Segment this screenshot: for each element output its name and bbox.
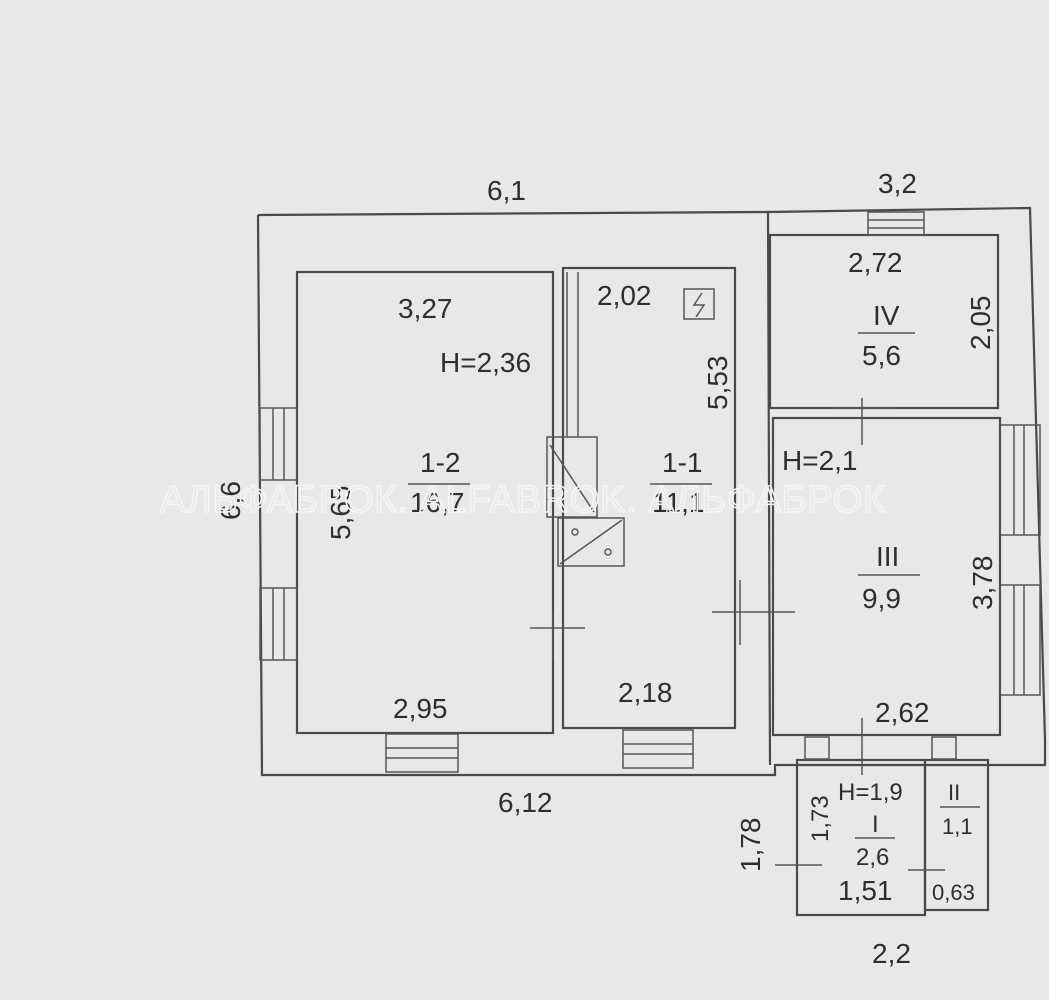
room-1-1-length: 5,53 — [702, 356, 733, 411]
electric-panel-icon — [683, 288, 715, 320]
room-III-length: 3,78 — [967, 556, 998, 611]
room-1-1-width-top: 2,02 — [597, 280, 652, 311]
dim-top-annex: 3,2 — [878, 168, 917, 199]
dim-vestibule-left: 1,78 — [735, 818, 766, 873]
room-1-1-width-bottom: 2,18 — [618, 677, 673, 708]
dim-left: 6,6 — [215, 481, 246, 520]
room-III — [771, 416, 1002, 737]
room-1-2-area: 16,7 — [410, 487, 465, 518]
outer-walls — [256, 206, 1047, 777]
room-IV-width: 2,72 — [848, 247, 903, 278]
room-III-width: 2,62 — [875, 697, 930, 728]
room-II-number: II — [948, 780, 960, 805]
dim-bottom-main: 6,12 — [498, 787, 553, 818]
door-marks — [530, 398, 945, 871]
room-II-area: 1,1 — [942, 814, 973, 839]
window-icons — [259, 211, 1041, 773]
room-IV-length: 2,05 — [965, 296, 996, 351]
stove-icon — [546, 436, 625, 567]
room-1-1 — [561, 266, 737, 730]
room-I-length: 1,73 — [807, 795, 834, 842]
room-1-2-number: 1-2 — [420, 447, 460, 478]
room-1-2-width-top: 3,27 — [398, 293, 453, 324]
room-I-area: 2,6 — [856, 844, 889, 871]
dim-vestibule-bottom: 2,2 — [872, 938, 911, 969]
watermark: АЛЬФАБРОК. ALFABROK. АЛЬФАБРОК — [160, 479, 886, 521]
room-1-1-number: 1-1 — [662, 447, 702, 478]
room-III-area: 9,9 — [862, 583, 901, 614]
room-III-height: H=2,1 — [782, 445, 858, 476]
room-I-height: H=1,9 — [838, 779, 903, 806]
room-1-2-length: 5,65 — [325, 486, 356, 541]
room-III-number: III — [876, 541, 899, 572]
room-1-1-area: 11,1 — [652, 487, 704, 518]
room-IV-number: IV — [873, 300, 900, 331]
room-II — [923, 758, 990, 912]
dim-top-main: 6,1 — [487, 175, 526, 206]
room-I-number: I — [872, 811, 879, 838]
room-1-2 — [295, 270, 555, 735]
room-I-width: 1,51 — [838, 875, 893, 906]
room-1-2-width-bottom: 2,95 — [393, 693, 448, 724]
room-II-width: 0,63 — [932, 880, 975, 905]
room-IV-area: 5,6 — [862, 340, 901, 371]
room-1-2-height: H=2,36 — [440, 347, 531, 378]
